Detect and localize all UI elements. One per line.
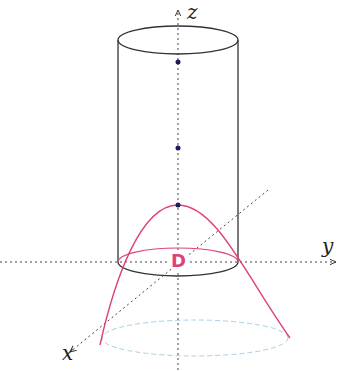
axis-label: z (187, 2, 198, 22)
region-label: D (169, 252, 188, 270)
axis-dot (176, 203, 181, 208)
cylinder-side (237, 40, 238, 262)
axis-dot (176, 146, 181, 151)
axis-dot (176, 60, 181, 65)
paraboloid (100, 205, 290, 345)
y-axis (0, 262, 336, 263)
axis-label: x (62, 343, 73, 363)
cylinder-top (118, 26, 238, 54)
axis-label: y (322, 236, 333, 256)
paraboloid-base (102, 320, 288, 356)
cylinder-side (117, 40, 118, 262)
